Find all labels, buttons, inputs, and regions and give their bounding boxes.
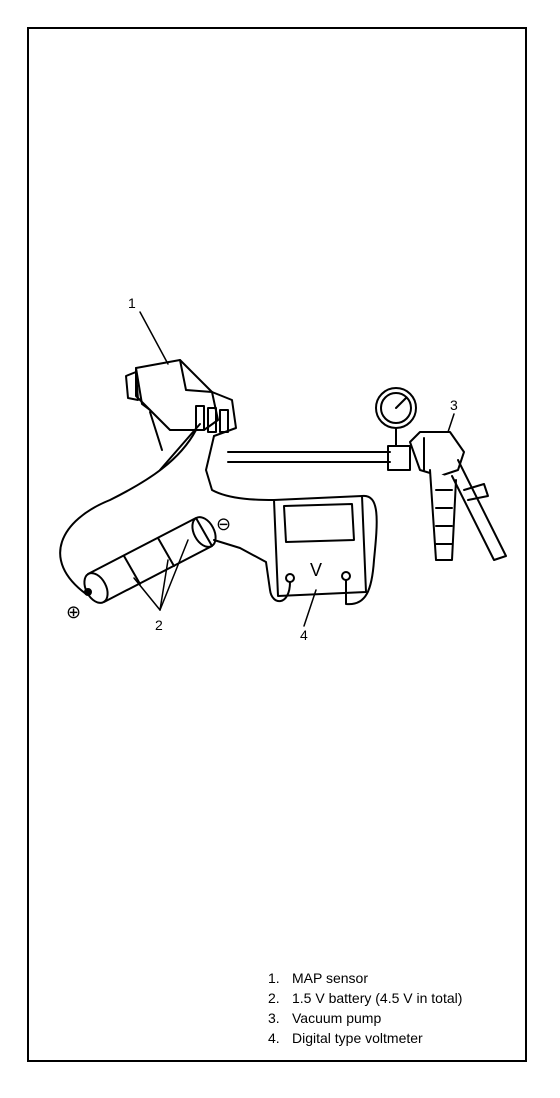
callout-2: 2 <box>155 617 163 633</box>
battery-positive-symbol: ⊕ <box>66 602 81 622</box>
vacuum-hose <box>227 445 411 471</box>
figure-frame <box>27 27 527 1062</box>
wiring <box>59 423 378 606</box>
battery-negative-symbol: ⊖ <box>216 514 231 534</box>
legend-text: Digital type voltmeter <box>292 1030 423 1046</box>
callout-1: 1 <box>128 295 136 311</box>
legend-number: 3. <box>268 1010 280 1026</box>
digital-voltmeter <box>273 495 367 597</box>
legend-number: 1. <box>268 970 280 986</box>
legend-number: 2. <box>268 990 280 1006</box>
legend-item: 1. MAP sensor <box>268 968 462 988</box>
voltmeter-v-label: V <box>310 560 322 580</box>
vacuum-gauge <box>375 387 417 447</box>
map-sensor <box>125 359 237 451</box>
battery-pack <box>83 516 217 604</box>
legend-item: 3. Vacuum pump <box>268 1008 462 1028</box>
callout-3: 3 <box>450 397 458 413</box>
legend-text: Vacuum pump <box>292 1010 382 1026</box>
legend-number: 4. <box>268 1030 280 1046</box>
legend: 1. MAP sensor 2. 1.5 V battery (4.5 V in… <box>268 968 462 1048</box>
legend-item: 4. Digital type voltmeter <box>268 1028 462 1048</box>
callout-4: 4 <box>300 627 308 643</box>
legend-item: 2. 1.5 V battery (4.5 V in total) <box>268 988 462 1008</box>
legend-text: 1.5 V battery (4.5 V in total) <box>292 990 463 1006</box>
legend-text: MAP sensor <box>292 970 368 986</box>
leader-lines <box>133 311 455 627</box>
vacuum-pump <box>409 431 507 561</box>
